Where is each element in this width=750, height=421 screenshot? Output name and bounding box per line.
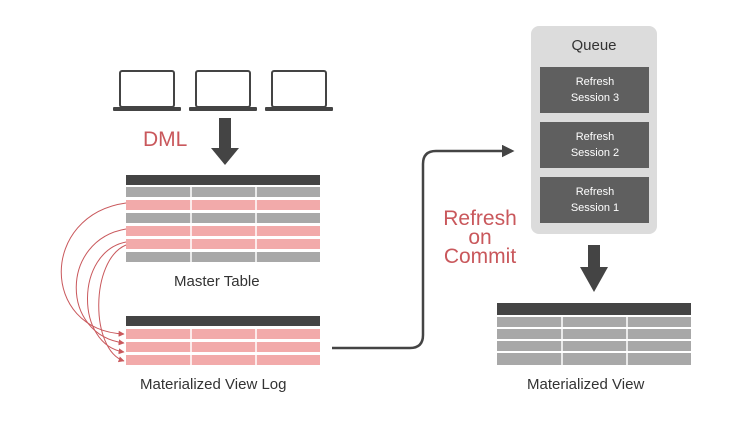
dml-arrow xyxy=(211,118,239,165)
queue-session-3: Refresh Session 3 xyxy=(540,74,650,106)
queue-session-box xyxy=(540,67,649,113)
session-line: Session 3 xyxy=(570,92,620,104)
queue-session-1: Refresh Session 1 xyxy=(540,184,650,216)
materialized-view-table xyxy=(497,303,691,365)
session-line: Refresh xyxy=(575,76,615,88)
refresh-on-commit-line: on xyxy=(468,226,492,249)
queue-session-box xyxy=(540,122,649,168)
mv-log-label: Materialized View Log xyxy=(140,376,287,393)
queue-to-mv-arrow xyxy=(580,245,608,292)
master-table xyxy=(126,175,320,262)
refresh-connector-arrow xyxy=(332,144,515,350)
refresh-on-commit-line: Refresh xyxy=(443,207,517,230)
session-line: Refresh xyxy=(575,131,615,143)
change-capture-arrows xyxy=(60,202,127,363)
refresh-on-commit-line: Commit xyxy=(443,245,517,268)
session-line: Session 1 xyxy=(570,202,620,214)
queue-session-2: Refresh Session 2 xyxy=(540,129,650,161)
session-line: Refresh xyxy=(575,186,615,198)
queue-session-box xyxy=(540,177,649,223)
master-table-label: Master Table xyxy=(174,273,260,290)
laptop-icon xyxy=(265,70,333,111)
materialized-view-label: Materialized View xyxy=(527,376,645,393)
dml-label: DML xyxy=(143,128,188,151)
session-line: Session 2 xyxy=(570,147,620,159)
refresh-on-commit-label: Refresh on Commit xyxy=(435,207,525,268)
laptop-icon xyxy=(189,70,257,111)
mv-log-table xyxy=(126,316,320,365)
laptop-icon xyxy=(113,70,181,111)
queue-title: Queue xyxy=(571,37,617,54)
